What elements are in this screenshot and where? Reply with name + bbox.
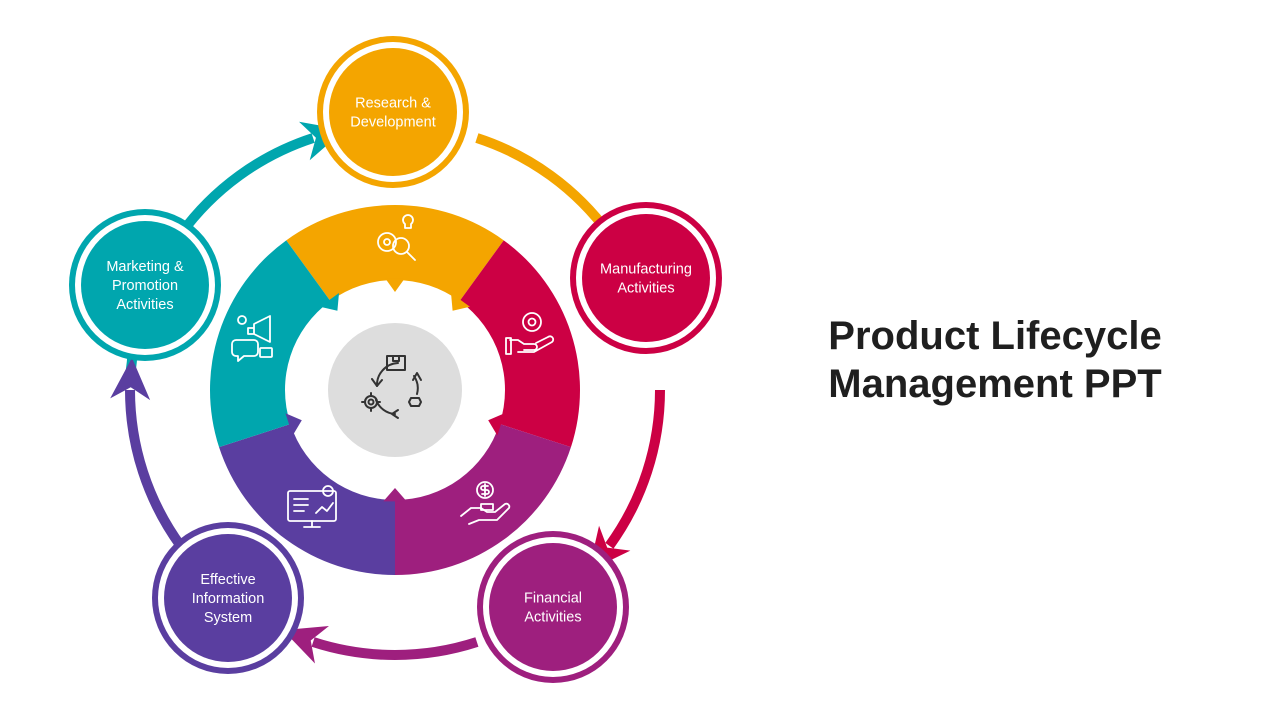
stage-label-line: Research & [355,96,431,112]
stage-label-line: Information [192,591,265,607]
wheel-segment [395,423,571,575]
cycle-arrow-arc [475,133,614,238]
cycle-arrow-arc [125,389,185,549]
stage-node: Research & Development [317,36,469,188]
cycle-arrow-arc [605,389,665,549]
stage-label-line: Development [350,115,435,131]
segment-pointer [488,413,505,436]
title-line-2: Management PPT [828,362,1162,406]
segment-pointer [285,413,302,436]
segment-pointer [383,488,407,502]
research-gear-magnifier-icon [377,214,416,261]
megaphone-chat-icon [231,315,273,362]
stage-label-line: Activities [524,610,581,626]
stage-node-circle [81,221,209,349]
arrowhead-icon [283,626,329,664]
monitor-dashboard-icon [287,485,337,528]
stage-label-line: System [204,610,252,626]
stage-label-line: Activities [116,297,173,313]
gear-in-hand-icon [505,312,555,355]
segment-pointer [320,293,339,311]
wheel-segment [286,205,504,302]
segment-pointer [451,293,470,311]
page-title: Product Lifecycle Management PPT [780,312,1210,408]
cycle-arrow-arc [311,637,479,660]
segment-notches [285,278,505,502]
stage-node-circle [489,543,617,671]
dollar-hand-icon [460,481,511,525]
stage-label-line: Promotion [112,278,178,294]
stage-node-circle [164,534,292,662]
center-circle [328,323,462,457]
stage-label-line: Manufacturing [600,262,692,278]
cycle-arrow-arc [176,133,315,238]
stage-label-line: Financial [524,591,582,607]
wheel-segment [210,240,331,448]
title-line-1: Product Lifecycle [828,314,1162,358]
wheel-segment [459,240,580,448]
stage-label-line: Marketing & [106,259,184,275]
arrowhead-icon [110,357,151,401]
stage-node-circle [329,48,457,176]
lifecycle-cycle-icon [361,355,422,419]
stage-node-circle [582,214,710,342]
stage-label-line: Effective [200,572,255,588]
segment-pointer [385,278,405,292]
stage-label-line: Activities [617,281,674,297]
